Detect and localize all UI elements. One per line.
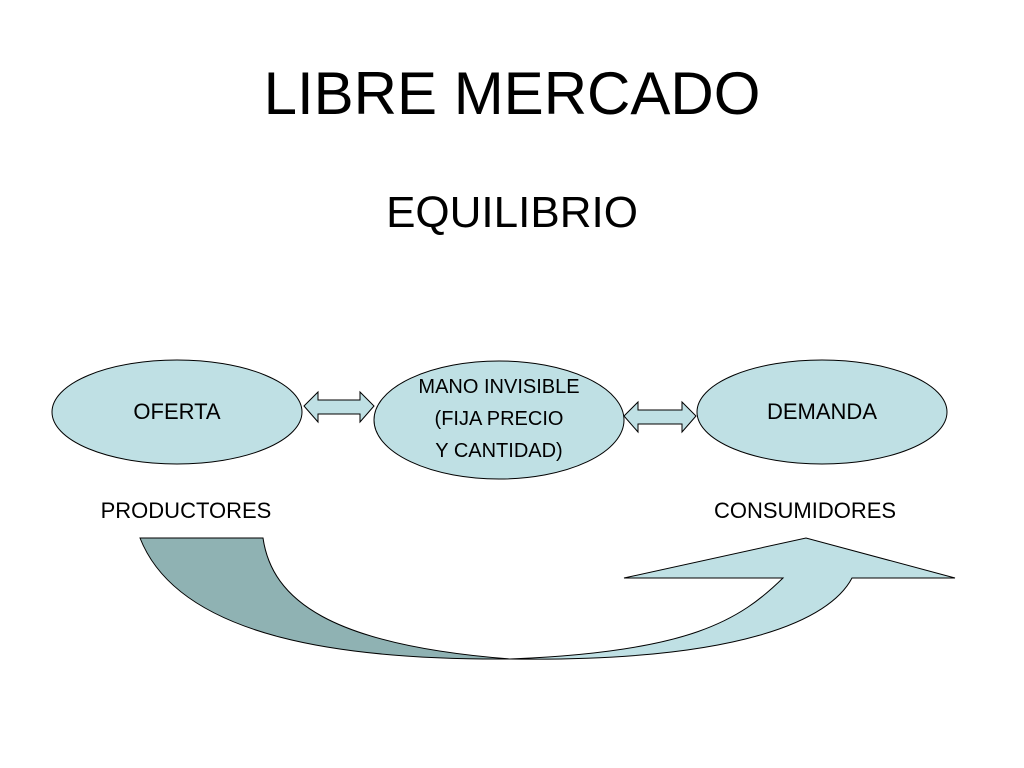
oferta-node bbox=[51, 359, 303, 465]
oferta-label: OFERTA bbox=[133, 399, 221, 424]
curved-arrow-left-part bbox=[139, 537, 511, 660]
mano-invisible-label: MANO INVISIBLE (FIJA PRECIO Y CANTIDAD) bbox=[418, 376, 580, 462]
curved-arrow-right-part bbox=[509, 537, 956, 660]
double-arrow-right bbox=[623, 400, 697, 434]
demanda-label: DEMANDA bbox=[766, 399, 877, 424]
productores-caption: PRODUCTORES bbox=[100, 498, 272, 523]
slide-title: LIBRE MERCADO bbox=[263, 60, 761, 127]
mano-invisible-node bbox=[373, 360, 625, 480]
demanda-node bbox=[696, 359, 948, 465]
double-arrow-left bbox=[303, 390, 375, 424]
consumidores-caption: CONSUMIDORES bbox=[713, 498, 897, 523]
slide-subtitle: EQUILIBRIO bbox=[386, 188, 638, 237]
